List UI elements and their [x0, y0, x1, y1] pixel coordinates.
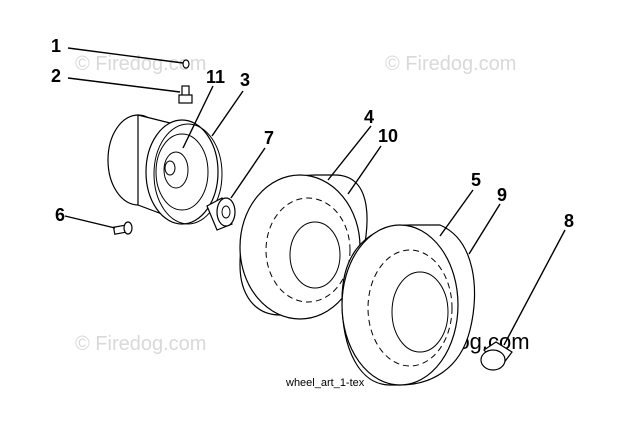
- leader-2: [67, 77, 181, 93]
- callout-2: 2: [51, 66, 61, 86]
- rim: [107, 114, 219, 225]
- part-8-hub-cap: [480, 341, 513, 371]
- callout-11: 11: [206, 67, 225, 87]
- part-3-rim-ring: [153, 123, 223, 225]
- callout-5: 5: [471, 170, 481, 190]
- callout-1: 1: [51, 36, 61, 56]
- diagram-caption: wheel_art_1-tex: [285, 377, 365, 389]
- part-4-tire: [239, 174, 368, 320]
- part-6-bolt: [112, 221, 133, 235]
- callout-10: 10: [378, 126, 398, 146]
- leader-3: [211, 90, 244, 137]
- leader-4: [327, 125, 372, 181]
- callout-3: 3: [240, 70, 250, 90]
- part-5-tire: [341, 224, 476, 386]
- leader-6: [64, 215, 116, 229]
- leader-11: [182, 85, 214, 149]
- callout-7: 7: [264, 128, 274, 148]
- watermark-top-left: © Firedog.com: [75, 53, 206, 75]
- part-1-valve-cap: [182, 59, 190, 69]
- leader-7: [230, 147, 266, 199]
- callout-9: 9: [497, 185, 507, 205]
- leader-8: [503, 229, 566, 346]
- leader-10: [347, 145, 382, 195]
- callout-4: 4: [364, 107, 374, 127]
- callout-6: 6: [55, 205, 65, 225]
- leader-5: [439, 189, 474, 237]
- callout-8: 8: [564, 211, 574, 231]
- part-7-bushing: [206, 197, 236, 231]
- part-2-valve-stem: [178, 85, 193, 104]
- watermark-top-right: © Firedog.com: [385, 53, 516, 75]
- leader-9: [468, 203, 501, 255]
- watermark-bottom-left: © Firedog.com: [75, 333, 206, 355]
- leader-1: [67, 47, 184, 64]
